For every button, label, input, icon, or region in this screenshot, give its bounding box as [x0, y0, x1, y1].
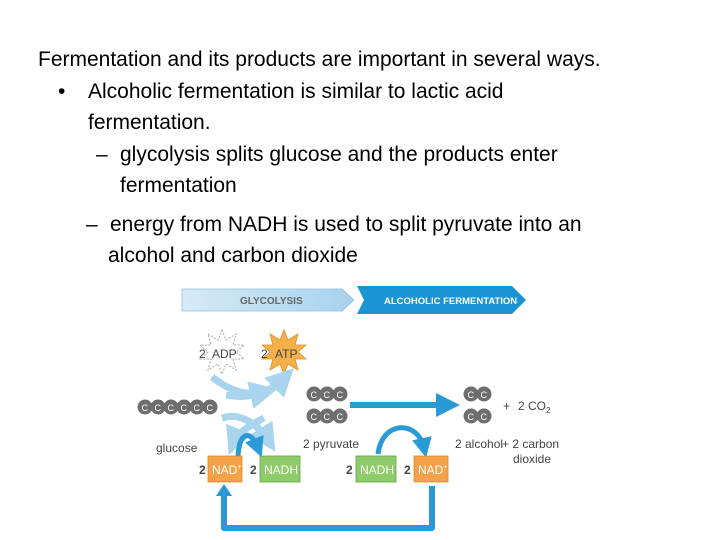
pyruvate-label: 2 pyruvate: [303, 437, 359, 451]
sub1-line2: fermentation: [120, 174, 237, 197]
alcohol-label: 2 alcohol: [455, 437, 503, 451]
nad-reduction-arc: [235, 433, 264, 461]
nad-plus-box-left: 2 NAD+: [199, 455, 243, 483]
plus-sign: +: [503, 399, 510, 413]
nadh-box-right: 2 NADH: [346, 455, 397, 483]
sub-point-1: –glycolysis splits glucose and the produ…: [96, 139, 558, 170]
glucose-label: glucose: [156, 441, 198, 455]
nad-plus-label: NAD+: [212, 463, 241, 477]
nadh-coefficient: 2: [346, 463, 353, 477]
bullet-point-1: • Alcoholic fermentation is similar to la…: [58, 76, 504, 107]
nadh-label: NADH: [360, 463, 394, 477]
glucose-molecule: C C C C C C: [137, 399, 218, 415]
carbon-label: C: [337, 412, 344, 422]
carbon-label: C: [337, 390, 344, 400]
sub-point-2: –energy from NADH is used to split pyruv…: [86, 209, 582, 240]
carbon-label: C: [468, 412, 475, 422]
carbon-label: C: [311, 390, 318, 400]
nadh-oxidation-arc: [375, 425, 432, 458]
alcohol-molecules: C C C C: [463, 386, 492, 424]
dash-marker: –: [86, 213, 98, 236]
carbon-label: C: [324, 412, 331, 422]
atp-label: ATP: [275, 347, 297, 361]
atp-starburst: 2 ATP: [260, 328, 308, 376]
slide-heading: Fermentation and its products are import…: [38, 48, 601, 71]
nad-plus-label: NAD+: [418, 463, 447, 477]
glycolysis-cross-arrows: [209, 368, 294, 455]
nad-plus-box-right: 2 NAD+: [404, 455, 449, 483]
nadh-box-left: 2 NADH: [250, 455, 301, 483]
fermentation-label: ALCOHOLIC FERMENTATION: [384, 296, 517, 307]
carbon-label: C: [481, 390, 488, 400]
pyruvate-molecules: C C C C C C: [306, 386, 348, 424]
nadh-coefficient: 2: [250, 463, 257, 477]
carbon-label: C: [207, 403, 214, 413]
adp-label: ADP: [212, 347, 237, 361]
carbon-label: C: [142, 403, 149, 413]
nad-superscript: +: [237, 464, 241, 471]
atp-coefficient: 2: [261, 347, 268, 361]
dash-marker: –: [96, 143, 108, 166]
glycolysis-banner: GLYCOLYSIS: [181, 288, 355, 312]
sub2-line1: energy from NADH is used to split pyruva…: [110, 213, 582, 236]
adp-starburst: 2 ADP: [198, 328, 246, 376]
carbon-label: C: [311, 412, 318, 422]
carbon-label: C: [168, 403, 175, 413]
nad-coefficient: 2: [404, 463, 411, 477]
co2-subscript: 2: [546, 406, 551, 415]
nadh-label: NADH: [264, 463, 298, 477]
nad-regeneration-loop: [216, 484, 435, 531]
carbon-label: C: [324, 390, 331, 400]
nad-superscript: +: [443, 464, 447, 471]
co2-text: 2 CO: [518, 399, 546, 413]
carbon-label: C: [181, 403, 188, 413]
carbon-label: C: [468, 390, 475, 400]
co2-label: 2 CO2: [518, 399, 551, 415]
adp-coefficient: 2: [199, 347, 206, 361]
carbon-label: C: [155, 403, 162, 413]
carbon-dioxide-label-line2: dioxide: [513, 452, 551, 466]
nad-text: NAD: [212, 463, 238, 477]
nad-text: NAD: [418, 463, 444, 477]
glycolysis-label: GLYCOLYSIS: [240, 296, 303, 307]
carbon-label: C: [194, 403, 201, 413]
carbon-label: C: [481, 412, 488, 422]
sub1-line1: glycolysis splits glucose and the produc…: [120, 143, 558, 166]
point1-line1: Alcoholic fermentation is similar to lac…: [88, 80, 504, 103]
bullet-marker: •: [58, 80, 66, 103]
sub2-line2: alcohol and carbon dioxide: [108, 244, 358, 267]
fermentation-banner: ALCOHOLIC FERMENTATION: [357, 286, 526, 314]
point1-line2: fermentation.: [88, 111, 211, 134]
carbon-dioxide-label-line1: + 2 carbon: [502, 437, 559, 451]
nad-coefficient: 2: [199, 463, 206, 477]
